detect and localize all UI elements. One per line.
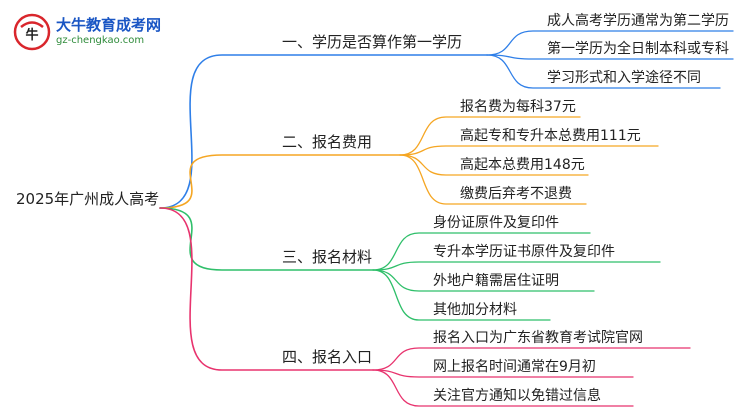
mindmap-branch-3: 三、报名材料	[282, 248, 373, 266]
mindmap-leaf: 网上报名时间通常在9月初	[433, 359, 596, 375]
leaf-connector	[486, 30, 734, 56]
mindmap-leaf: 关注官方通知以免错过信息	[433, 388, 601, 404]
mindmap-leaf: 高起本总费用148元	[460, 157, 585, 173]
mindmap-leaf: 缴费后弃考不退费	[460, 186, 572, 202]
leaf-connector	[372, 269, 595, 292]
mindmap-branch-4: 四、报名入口	[282, 348, 373, 366]
mindmap-leaf: 第一学历为全日制本科或专科	[547, 41, 729, 57]
mindmap-leaf: 专升本学历证书原件及复印件	[433, 244, 615, 260]
leaf-connector	[486, 54, 734, 60]
branch-connector	[159, 54, 488, 209]
mindmap-leaf: 外地户籍需居住证明	[433, 273, 559, 289]
mindmap-leaf: 高起专和专升本总费用111元	[460, 128, 641, 144]
site-logo: 牛 大牛教育成考网 gz-chengkao.com	[12, 10, 162, 54]
branch-connector	[159, 154, 401, 209]
mindmap-leaf: 报名入口为广东省教育考试院官网	[433, 330, 643, 346]
leaf-connector	[372, 369, 634, 378]
mindmap-leaf: 成人高考学历通常为第二学历	[547, 13, 729, 29]
leaf-connector	[372, 369, 634, 407]
mindmap-leaf: 报名费为每科37元	[460, 99, 576, 115]
leaf-connector	[399, 154, 589, 176]
leaf-connector	[486, 54, 721, 89]
leaf-connector	[399, 154, 587, 205]
bull-logo-icon: 牛	[13, 13, 51, 51]
mindmap-branch-1: 一、学历是否算作第一学历	[282, 33, 463, 51]
mindmap-root: 2025年广州成人高考	[16, 190, 160, 208]
leaf-connector	[399, 145, 659, 156]
leaf-connector	[399, 116, 581, 156]
leaf-connector	[372, 347, 691, 371]
leaf-connector	[372, 261, 661, 271]
branch-connector	[159, 207, 374, 371]
mindmap-leaf: 学习形式和入学途径不同	[547, 70, 701, 86]
logo-title: 大牛教育成考网	[56, 16, 162, 34]
leaf-connector	[372, 269, 551, 321]
logo-url: gz-chengkao.com	[56, 35, 145, 46]
mindmap-leaf: 身份证原件及复印件	[433, 215, 559, 231]
mindmap-leaf: 其他加分材料	[433, 302, 517, 318]
leaf-connector	[372, 232, 591, 271]
svg-text:牛: 牛	[25, 27, 38, 43]
mindmap-branch-2: 二、报名费用	[282, 133, 373, 151]
